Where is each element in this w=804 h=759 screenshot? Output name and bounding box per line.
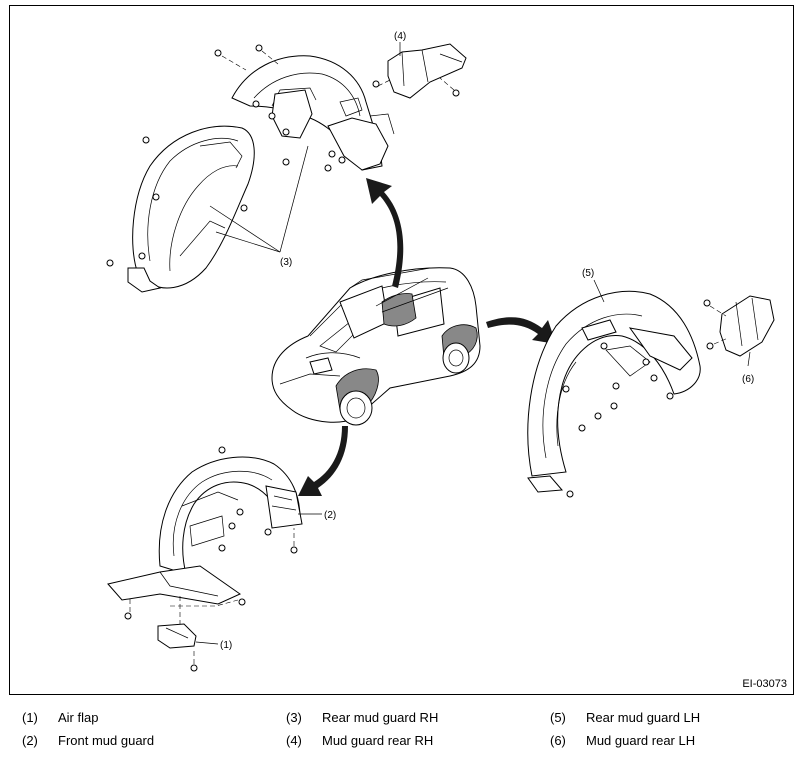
callout-5: (5) — [582, 268, 594, 279]
legend-label: Rear mud guard LH — [586, 710, 701, 725]
legend-number: (2) — [22, 733, 38, 748]
callout-4: (4) — [394, 31, 406, 42]
legend-item: (1) Air flap — [22, 710, 98, 725]
legend-number: (3) — [286, 710, 302, 725]
legend-item: (6) Mud guard rear LH — [550, 733, 695, 748]
legend: (1) Air flap (2) Front mud guard (3) Rea… — [0, 710, 804, 755]
rear-mud-guard-lh-group — [527, 279, 775, 498]
front-mud-guard-group — [107, 446, 322, 672]
direction-arrows — [298, 178, 556, 496]
legend-label: Mud guard rear RH — [322, 733, 434, 748]
callout-1: (1) — [220, 640, 232, 651]
legend-number: (4) — [286, 733, 302, 748]
legend-item: (3) Rear mud guard RH — [286, 710, 438, 725]
callout-2: (2) — [324, 510, 336, 521]
callout-6: (6) — [742, 374, 754, 385]
legend-label: Rear mud guard RH — [322, 710, 439, 725]
legend-item: (5) Rear mud guard LH — [550, 710, 700, 725]
legend-label: Front mud guard — [58, 733, 155, 748]
exploded-diagram: (3) (4) (5) (6) (2) (1) EI-03073 — [9, 5, 794, 695]
diagram-canvas: (3) (4) (5) (6) (2) (1) — [106, 31, 775, 672]
vehicle-illustration — [271, 267, 481, 426]
callout-3: (3) — [280, 257, 292, 268]
rear-mud-guard-rh-group — [106, 42, 467, 293]
legend-label: Mud guard rear LH — [586, 733, 696, 748]
legend-label: Air flap — [58, 710, 99, 725]
legend-item: (2) Front mud guard — [22, 733, 154, 748]
legend-number: (5) — [550, 710, 566, 725]
legend-number: (6) — [550, 733, 566, 748]
legend-item: (4) Mud guard rear RH — [286, 733, 433, 748]
figure-id: EI-03073 — [742, 678, 787, 690]
legend-number: (1) — [22, 710, 38, 725]
